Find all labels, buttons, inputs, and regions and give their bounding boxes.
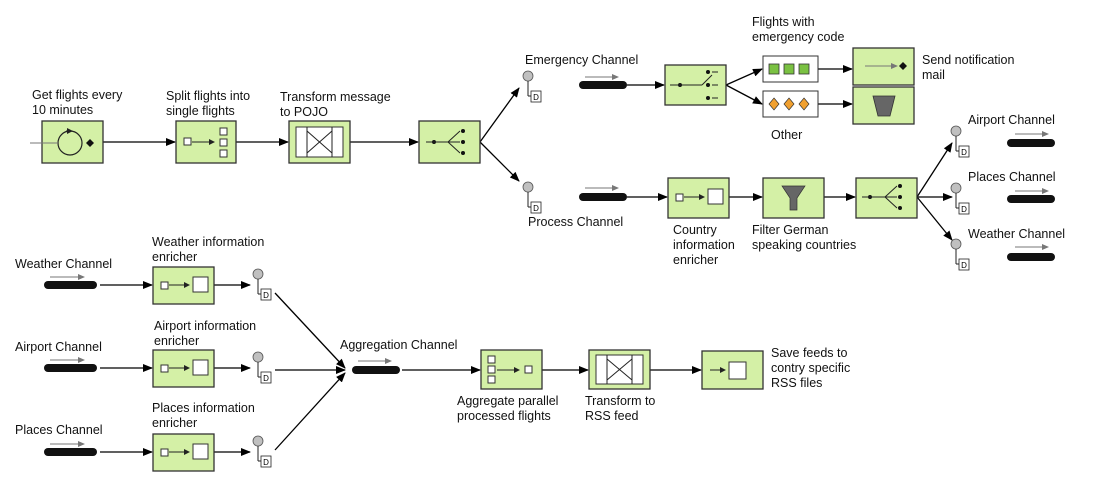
airport-enricher-label: Airport information enricher	[154, 319, 260, 348]
places-enricher-label: Places information enricher	[152, 401, 258, 430]
flow-router-to-weather	[916, 196, 953, 241]
weather-enricher-datatype-marker: D	[252, 268, 272, 301]
svg-text:D: D	[263, 458, 269, 467]
recipient-router-1[interactable]	[418, 120, 481, 164]
places-channel-in-label: Places Channel	[15, 423, 103, 437]
weather-enricher-label: Weather information enricher	[152, 235, 268, 264]
other-label: Other	[771, 128, 802, 142]
places-out-datatype-marker: D	[950, 182, 970, 215]
splitter-node[interactable]	[175, 120, 237, 164]
aggregation-channel-label: Aggregation Channel	[340, 338, 457, 352]
process-channel-label: Process Channel	[528, 215, 623, 229]
transformer-pojo-node[interactable]	[288, 120, 351, 164]
transform-pojo-label: Transform message to POJO	[280, 90, 394, 119]
weather-channel-in-label: Weather Channel	[15, 257, 112, 271]
discard-node[interactable]	[852, 86, 915, 125]
filter-node[interactable]	[762, 177, 825, 219]
save-feeds-label: Save feeds to contry specific RSS files	[771, 346, 854, 390]
svg-text:D: D	[961, 261, 967, 270]
svg-text:D: D	[961, 148, 967, 157]
weather-out-datatype-marker: D	[950, 238, 970, 271]
svg-text:D: D	[263, 291, 269, 300]
country-enricher-node[interactable]	[667, 177, 730, 219]
weather-channel-out-label: Weather Channel	[968, 227, 1065, 241]
places-out-channel-pipe[interactable]	[1007, 188, 1055, 203]
emergency-channel-pipe[interactable]	[579, 74, 627, 89]
save-feeds-node[interactable]	[701, 350, 764, 390]
airport-out-channel-pipe[interactable]	[1007, 131, 1055, 147]
svg-text:D: D	[533, 93, 539, 102]
aggregator-node[interactable]	[480, 349, 543, 390]
svg-text:D: D	[263, 374, 269, 383]
airport-channel-in-label: Airport Channel	[15, 340, 102, 354]
channel-pipes	[44, 74, 1055, 456]
weather-enricher-node[interactable]	[152, 266, 215, 305]
svg-text:D: D	[533, 204, 539, 213]
places-in-channel-pipe[interactable]	[44, 441, 97, 456]
places-channel-out-label: Places Channel	[968, 170, 1056, 184]
emergency-datatype-marker: D	[522, 70, 542, 103]
flow-router-to-emergency	[479, 87, 520, 143]
aggregate-label: Aggregate parallel processed flights	[457, 394, 562, 423]
recipient-router-2[interactable]	[855, 177, 918, 219]
filter-german-label: Filter German speaking countries	[752, 223, 856, 252]
aggregation-channel-pipe[interactable]	[352, 358, 400, 374]
split-flights-label: Split flights into single flights	[166, 89, 254, 118]
process-datatype-marker: D	[522, 181, 542, 214]
flow-router-to-process	[479, 141, 520, 182]
country-enricher-label: Country information enricher	[673, 223, 738, 267]
datatype-markers: D D D D D	[252, 70, 970, 468]
flow-places-to-aggregation	[274, 372, 346, 451]
weather-out-channel-pipe[interactable]	[1007, 244, 1055, 261]
flow-router-to-emergency-queue	[725, 68, 763, 86]
emergency-queue[interactable]	[762, 55, 819, 83]
flow-router-to-other-queue	[725, 84, 763, 105]
emergency-channel-label: Emergency Channel	[525, 53, 638, 67]
airport-out-datatype-marker: D	[950, 125, 970, 158]
airport-in-channel-pipe[interactable]	[44, 357, 97, 372]
send-notification-label: Send notification mail	[922, 53, 1018, 82]
places-enricher-node[interactable]	[152, 433, 215, 472]
process-channel-pipe[interactable]	[579, 185, 627, 201]
transformer-rss-node[interactable]	[588, 349, 651, 390]
flights-emergency-label: Flights with emergency code	[752, 15, 844, 44]
flow-weather-to-aggregation	[274, 292, 346, 369]
airport-enricher-datatype-marker: D	[252, 351, 272, 384]
send-mail-node[interactable]	[852, 47, 915, 86]
svg-text:D: D	[961, 205, 967, 214]
get-flights-label: Get flights every 10 minutes	[32, 88, 126, 117]
content-router-node[interactable]	[664, 64, 727, 106]
transform-rss-label: Transform to RSS feed	[585, 394, 659, 423]
places-enricher-datatype-marker: D	[252, 435, 272, 468]
flow-connectors	[100, 65, 953, 456]
flow-router-to-airport	[916, 142, 953, 198]
weather-in-channel-pipe[interactable]	[44, 274, 97, 289]
airport-enricher-node[interactable]	[152, 349, 215, 388]
poller-node[interactable]	[30, 120, 104, 164]
airport-channel-out-label: Airport Channel	[968, 113, 1055, 127]
diagram-labels: Get flights every 10 minutes Split fligh…	[15, 15, 1065, 437]
other-queue[interactable]	[762, 90, 819, 118]
